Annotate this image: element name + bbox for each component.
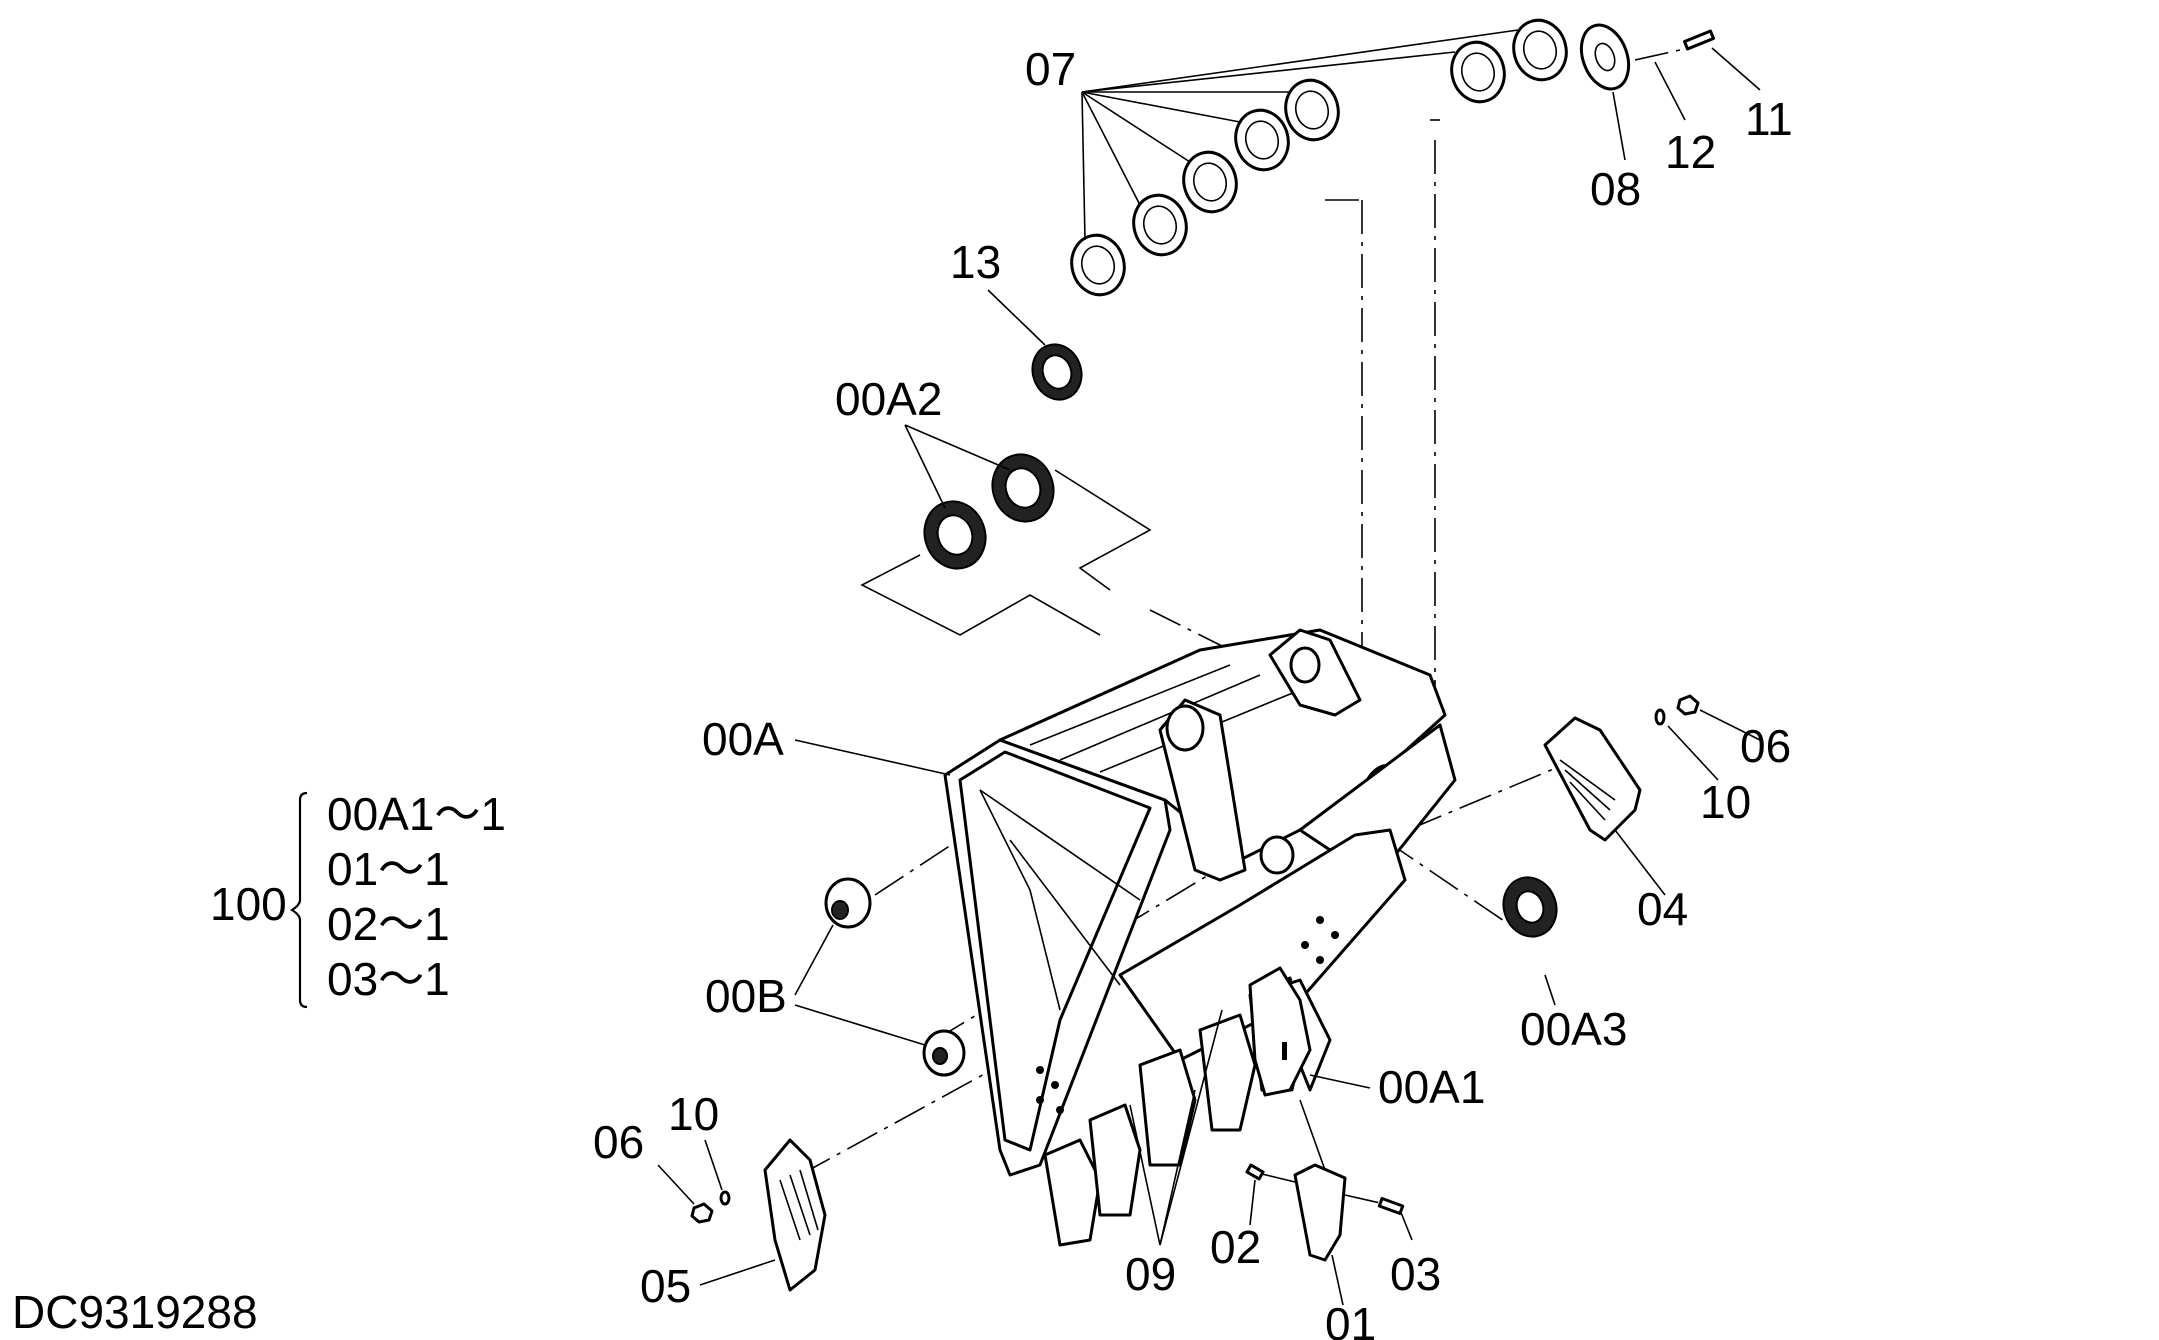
callout-02: 02 <box>1210 1221 1261 1273</box>
assembly-number: 100 <box>210 878 287 930</box>
callout-12: 12 <box>1665 126 1716 178</box>
pin-02 <box>1245 1163 1296 1226</box>
pin-12 <box>1634 49 1686 121</box>
bolt-holes <box>1036 916 1339 1114</box>
adapter-00A1 <box>1248 966 1371 1171</box>
callout-10-left: 10 <box>668 1088 719 1140</box>
washer-10-right <box>1654 708 1719 781</box>
callout-10-right: 10 <box>1700 776 1751 828</box>
callout-00A2: 00A2 <box>835 373 942 425</box>
callout-09: 09 <box>1125 1248 1176 1300</box>
bucket-body-00A <box>943 628 1457 1247</box>
seal-13 <box>987 289 1083 401</box>
leader-lines-09 <box>1129 1009 1223 1246</box>
pin-03 <box>1344 1194 1413 1241</box>
callout-11: 11 <box>1745 93 1793 145</box>
assembly-item: 00A1～1 <box>327 788 506 840</box>
assembly-item: 01～1 <box>327 843 450 895</box>
assembly-item: 03～1 <box>327 953 450 1005</box>
bushings-00A2 <box>904 424 1055 570</box>
nut-06-right <box>1676 694 1761 741</box>
washer-08 <box>1579 23 1631 91</box>
leader-lines-07 <box>1081 29 1519 241</box>
callout-07: 07 <box>1025 43 1076 95</box>
callout-03: 03 <box>1390 1248 1441 1300</box>
callout-01: 01 <box>1325 1298 1376 1340</box>
assembly-bracket <box>289 791 308 1009</box>
bushing-00A3 <box>1502 876 1558 1006</box>
callout-06-left: 06 <box>593 1116 644 1168</box>
shim-rings-07 <box>1070 18 1568 297</box>
leader-00A <box>794 739 951 776</box>
side-cutter-05 <box>699 1138 827 1292</box>
tooth-01 <box>1293 1163 1347 1306</box>
callout-04: 04 <box>1637 883 1688 935</box>
callout-00A: 00A <box>702 713 784 765</box>
callout-08: 08 <box>1590 163 1641 215</box>
callout-05: 05 <box>640 1260 691 1312</box>
side-cutter-04 <box>1543 716 1666 896</box>
callout-13: 13 <box>950 236 1001 288</box>
drawing-code: DC9319288 <box>12 1286 258 1338</box>
bushings-00B <box>794 877 966 1077</box>
callout-00A3: 00A3 <box>1520 1003 1627 1055</box>
callout-06-right: 06 <box>1740 720 1791 772</box>
callout-00A1: 00A1 <box>1378 1061 1485 1113</box>
assembly-item: 02～1 <box>327 898 450 950</box>
callout-00B: 00B <box>705 970 787 1022</box>
bolt-11 <box>1683 29 1761 91</box>
washer-10-left <box>704 1139 731 1206</box>
nut-06-left <box>657 1164 714 1224</box>
